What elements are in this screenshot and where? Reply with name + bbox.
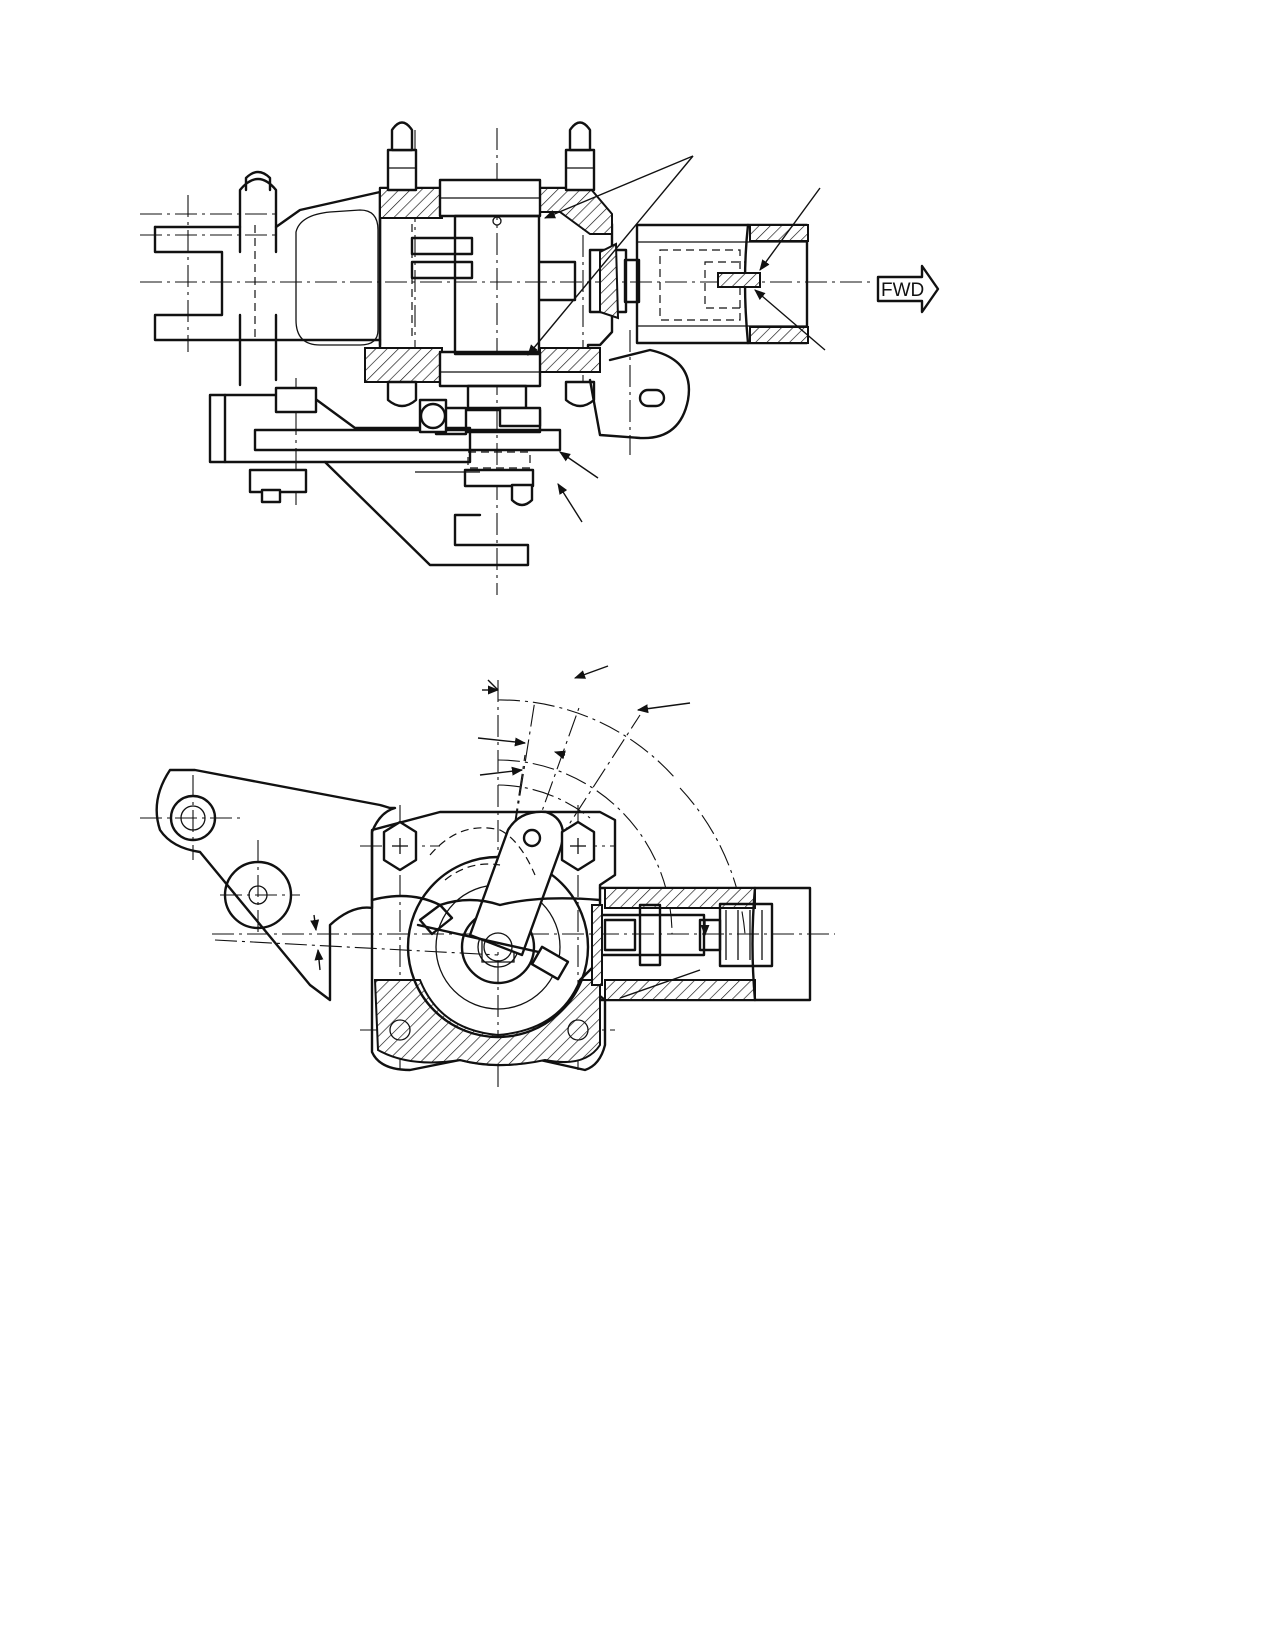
fwd-arrow-indicator: FWD (876, 264, 940, 314)
fwd-label: FWD (881, 280, 924, 301)
top-section-view (140, 121, 870, 595)
top-nut-right (564, 121, 596, 192)
bottom-plan-view (140, 665, 835, 1090)
top-nut-left (386, 121, 418, 192)
plan-bolt-right (560, 820, 596, 872)
plan-bolt-left (382, 820, 418, 872)
